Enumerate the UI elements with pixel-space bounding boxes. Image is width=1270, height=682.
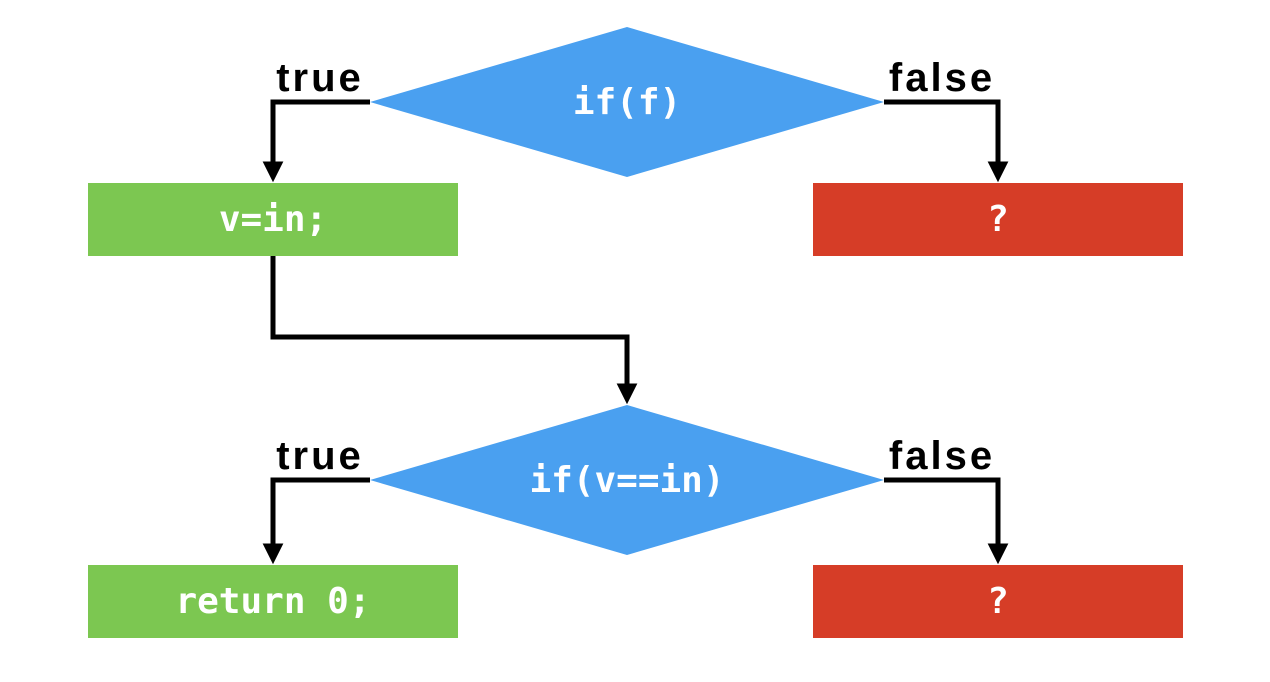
edge-process1-to-decision2 bbox=[270, 256, 638, 405]
process-node-true-1-label: v=in; bbox=[218, 199, 328, 240]
edge-decision2-false bbox=[884, 477, 1009, 565]
process-node-false-2: ? bbox=[813, 565, 1183, 638]
branch-label-true-1: true bbox=[276, 56, 364, 100]
process-node-false-1-label: ? bbox=[987, 199, 1009, 240]
process-node-false-2-label: ? bbox=[987, 581, 1009, 622]
edge-decision1-false bbox=[884, 99, 1009, 183]
decision-node-1-label: if(f) bbox=[572, 81, 682, 123]
branch-label-false-1: false bbox=[888, 56, 996, 100]
branch-label-false-2: false bbox=[888, 434, 996, 478]
branch-label-true-2: true bbox=[276, 434, 364, 478]
process-node-true-2: return 0; bbox=[88, 565, 458, 638]
decision-node-2-label: if(v==in) bbox=[529, 459, 725, 501]
process-node-true-1: v=in; bbox=[88, 183, 458, 256]
edge-decision2-true bbox=[262, 477, 370, 565]
process-node-false-1: ? bbox=[813, 183, 1183, 256]
edge-decision1-true bbox=[262, 99, 370, 183]
process-node-true-2-label: return 0; bbox=[175, 581, 371, 622]
